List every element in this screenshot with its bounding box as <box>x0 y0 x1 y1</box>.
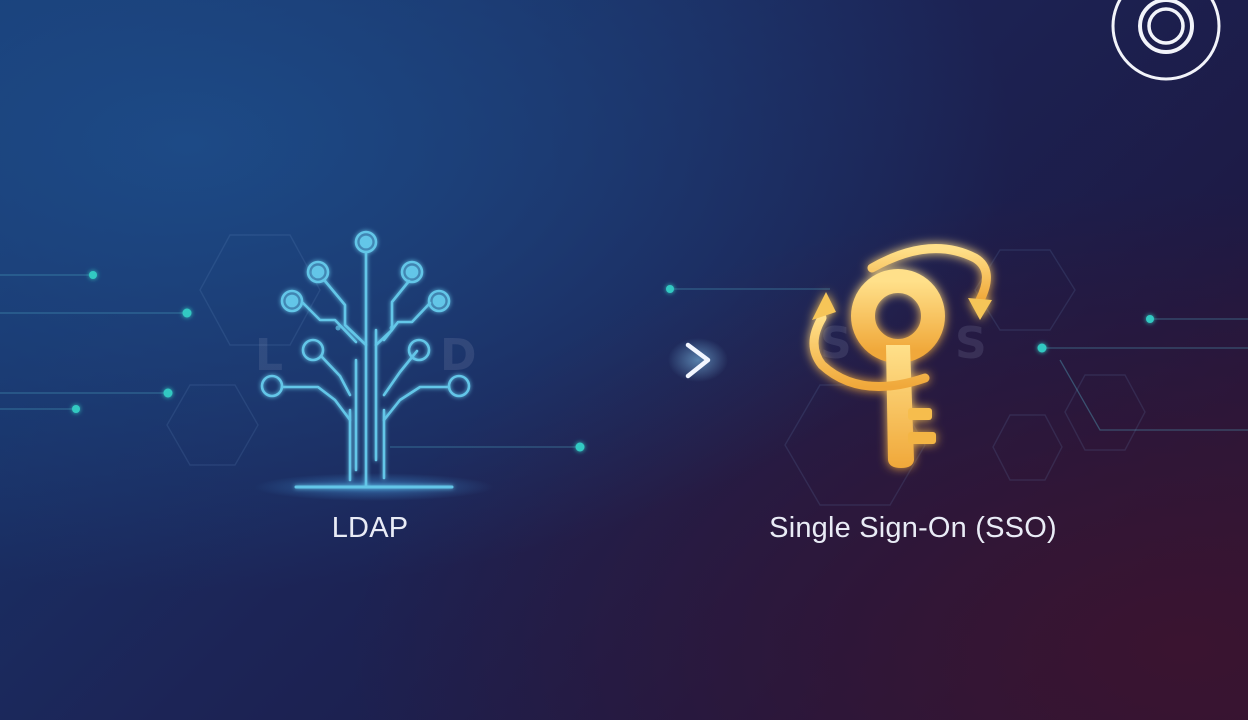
sso-ghost-letter: S <box>820 318 852 369</box>
circuit-dot <box>72 405 80 413</box>
ldap-ghost-letter: L <box>255 330 284 381</box>
hexagon-shape <box>992 414 1063 481</box>
circuit-dot <box>1037 343 1047 353</box>
hexagon-shape <box>166 384 259 466</box>
concentric-circles-logo <box>1111 0 1221 81</box>
circuit-line <box>1059 359 1248 431</box>
sso-label: Single Sign-On (SSO) <box>769 512 1057 544</box>
circuit-dot <box>575 442 585 452</box>
circuit-dot <box>666 285 674 293</box>
hexagon-shape <box>974 249 1076 331</box>
circuit-dot <box>1146 315 1154 323</box>
circuit-dot <box>182 308 192 318</box>
hexagon-shape <box>199 234 321 346</box>
circuit-dot <box>89 271 97 279</box>
sso-ghost-letter: S <box>955 318 987 369</box>
ldap-label: LDAP <box>331 512 409 544</box>
ldap-ghost-letter: D <box>440 330 477 381</box>
circuit-dot <box>163 388 173 398</box>
hexagon-shape <box>1064 374 1146 451</box>
